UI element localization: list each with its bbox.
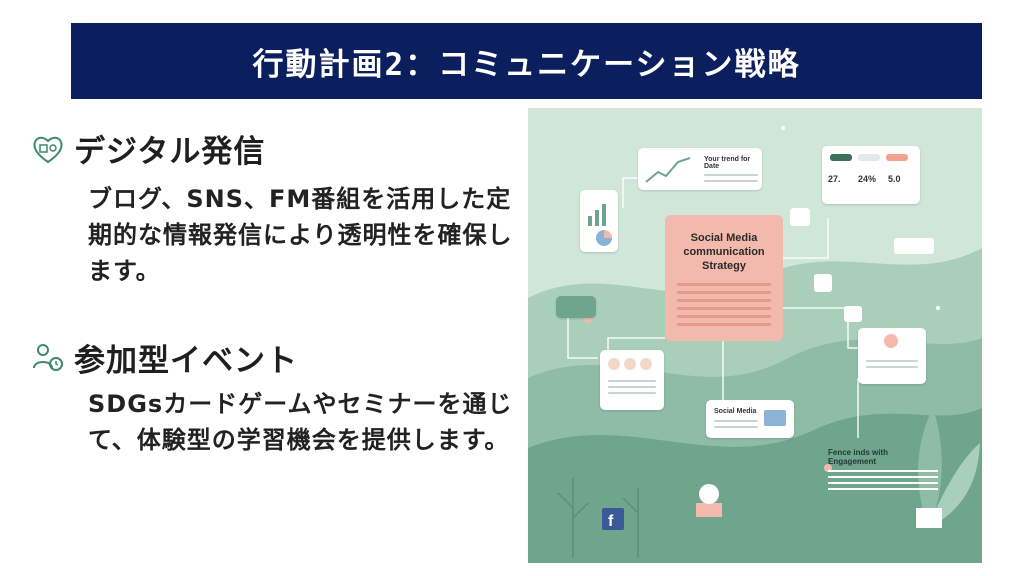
section-digital: デジタル発信 ブログ、SNS、FM番組を活用した定期的な情報発信により透明性を確… bbox=[30, 126, 528, 289]
section-event: 参加型イベント SDGsカードゲームやセミナーを通じて、体験型の学習機会を提供し… bbox=[30, 335, 528, 458]
section-heading: デジタル発信 bbox=[74, 134, 266, 170]
thumbs-up-icon bbox=[790, 208, 810, 226]
section-body: ブログ、SNS、FM番組を活用した定期的な情報発信により透明性を確保します。 bbox=[88, 185, 513, 285]
facebook-icon bbox=[602, 508, 624, 530]
title-bar: 行動計画2：コミュニケーション戦略 bbox=[71, 23, 982, 99]
social-media-card-title: Social Media bbox=[714, 408, 757, 415]
stat-value: 5.0 bbox=[888, 174, 901, 184]
social-media-card: Social Media bbox=[706, 400, 794, 438]
lightbulb-icon bbox=[884, 334, 898, 348]
people-card bbox=[600, 350, 664, 410]
bar-chart-icon bbox=[588, 204, 612, 246]
thumbs-up-icon bbox=[814, 274, 832, 292]
people-clock-icon bbox=[33, 343, 63, 371]
idea-card bbox=[858, 328, 926, 384]
stat-value: 27. bbox=[828, 174, 841, 184]
social-media-illustration: f Social Media communication Strategy Yo… bbox=[528, 108, 982, 563]
twitter-icon bbox=[844, 306, 862, 322]
strategy-card: Social Media communication Strategy bbox=[665, 215, 783, 341]
section-heading: 参加型イベント bbox=[74, 343, 298, 379]
slide-title: 行動計画2：コミュニケーション戦略 bbox=[252, 46, 801, 83]
stat-value: 24% bbox=[858, 174, 877, 184]
section-body: SDGsカードゲームやセミナーを通じて、体験型の学習機会を提供します。 bbox=[88, 390, 513, 454]
chat-bubble-icon bbox=[556, 296, 596, 318]
stats-card: 27. 24% 5.0 bbox=[822, 146, 920, 204]
reactions-badge bbox=[894, 238, 934, 254]
trend-card: Your trend for Date bbox=[638, 148, 762, 190]
engagement-title: Fence inds with Engagement bbox=[828, 448, 889, 466]
heart-chart-icon bbox=[33, 136, 63, 163]
trend-card-title: Your trend for Date bbox=[704, 156, 751, 170]
engagement-block: Fence inds with Engagement bbox=[828, 448, 938, 494]
strategy-card-title: Social Media communication Strategy bbox=[683, 232, 765, 272]
trend-chart-icon bbox=[645, 157, 691, 183]
svg-text:f: f bbox=[608, 513, 614, 530]
illustration-background: f bbox=[528, 126, 982, 563]
bar-chart-card bbox=[580, 190, 618, 252]
